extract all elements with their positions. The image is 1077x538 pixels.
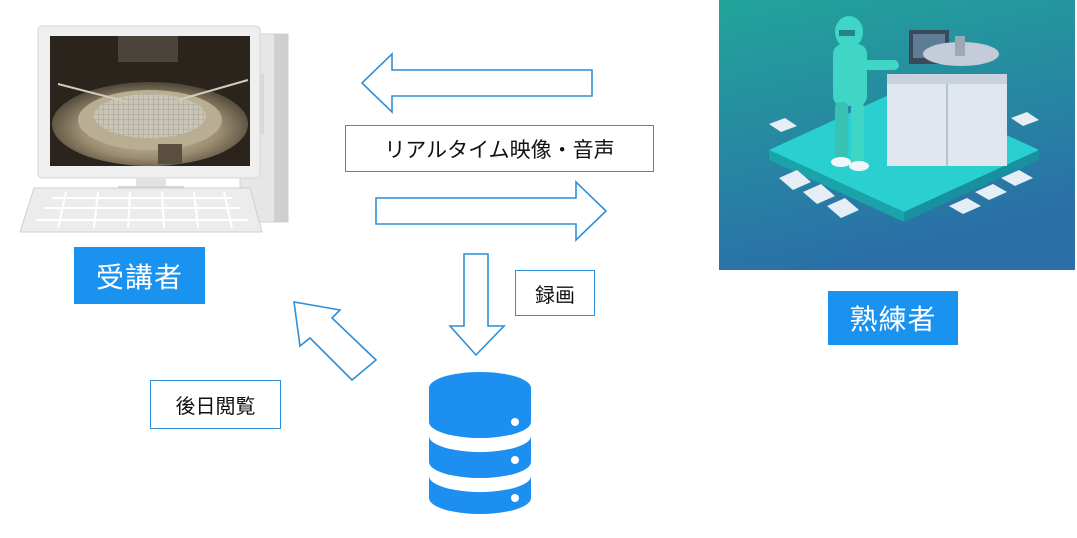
- trainee-label: 受講者: [74, 247, 205, 304]
- expert-label: 熟練者: [828, 291, 958, 345]
- recording-label: 録画: [515, 270, 595, 316]
- arrow-right-icon: [374, 180, 610, 242]
- expert-image: [719, 0, 1075, 270]
- cleanroom-worker-illustration: [719, 0, 1075, 270]
- arrow-down-icon: [448, 252, 506, 358]
- trainee-computer: [18, 24, 290, 238]
- database-icon: [427, 370, 533, 520]
- computer-monitor-icon: [19, 25, 289, 233]
- arrow-up-left-icon: [290, 298, 382, 384]
- later-viewing-label: 後日閲覧: [150, 380, 281, 429]
- arrow-left-icon: [360, 52, 596, 114]
- realtime-label: リアルタイム映像・音声: [345, 125, 654, 172]
